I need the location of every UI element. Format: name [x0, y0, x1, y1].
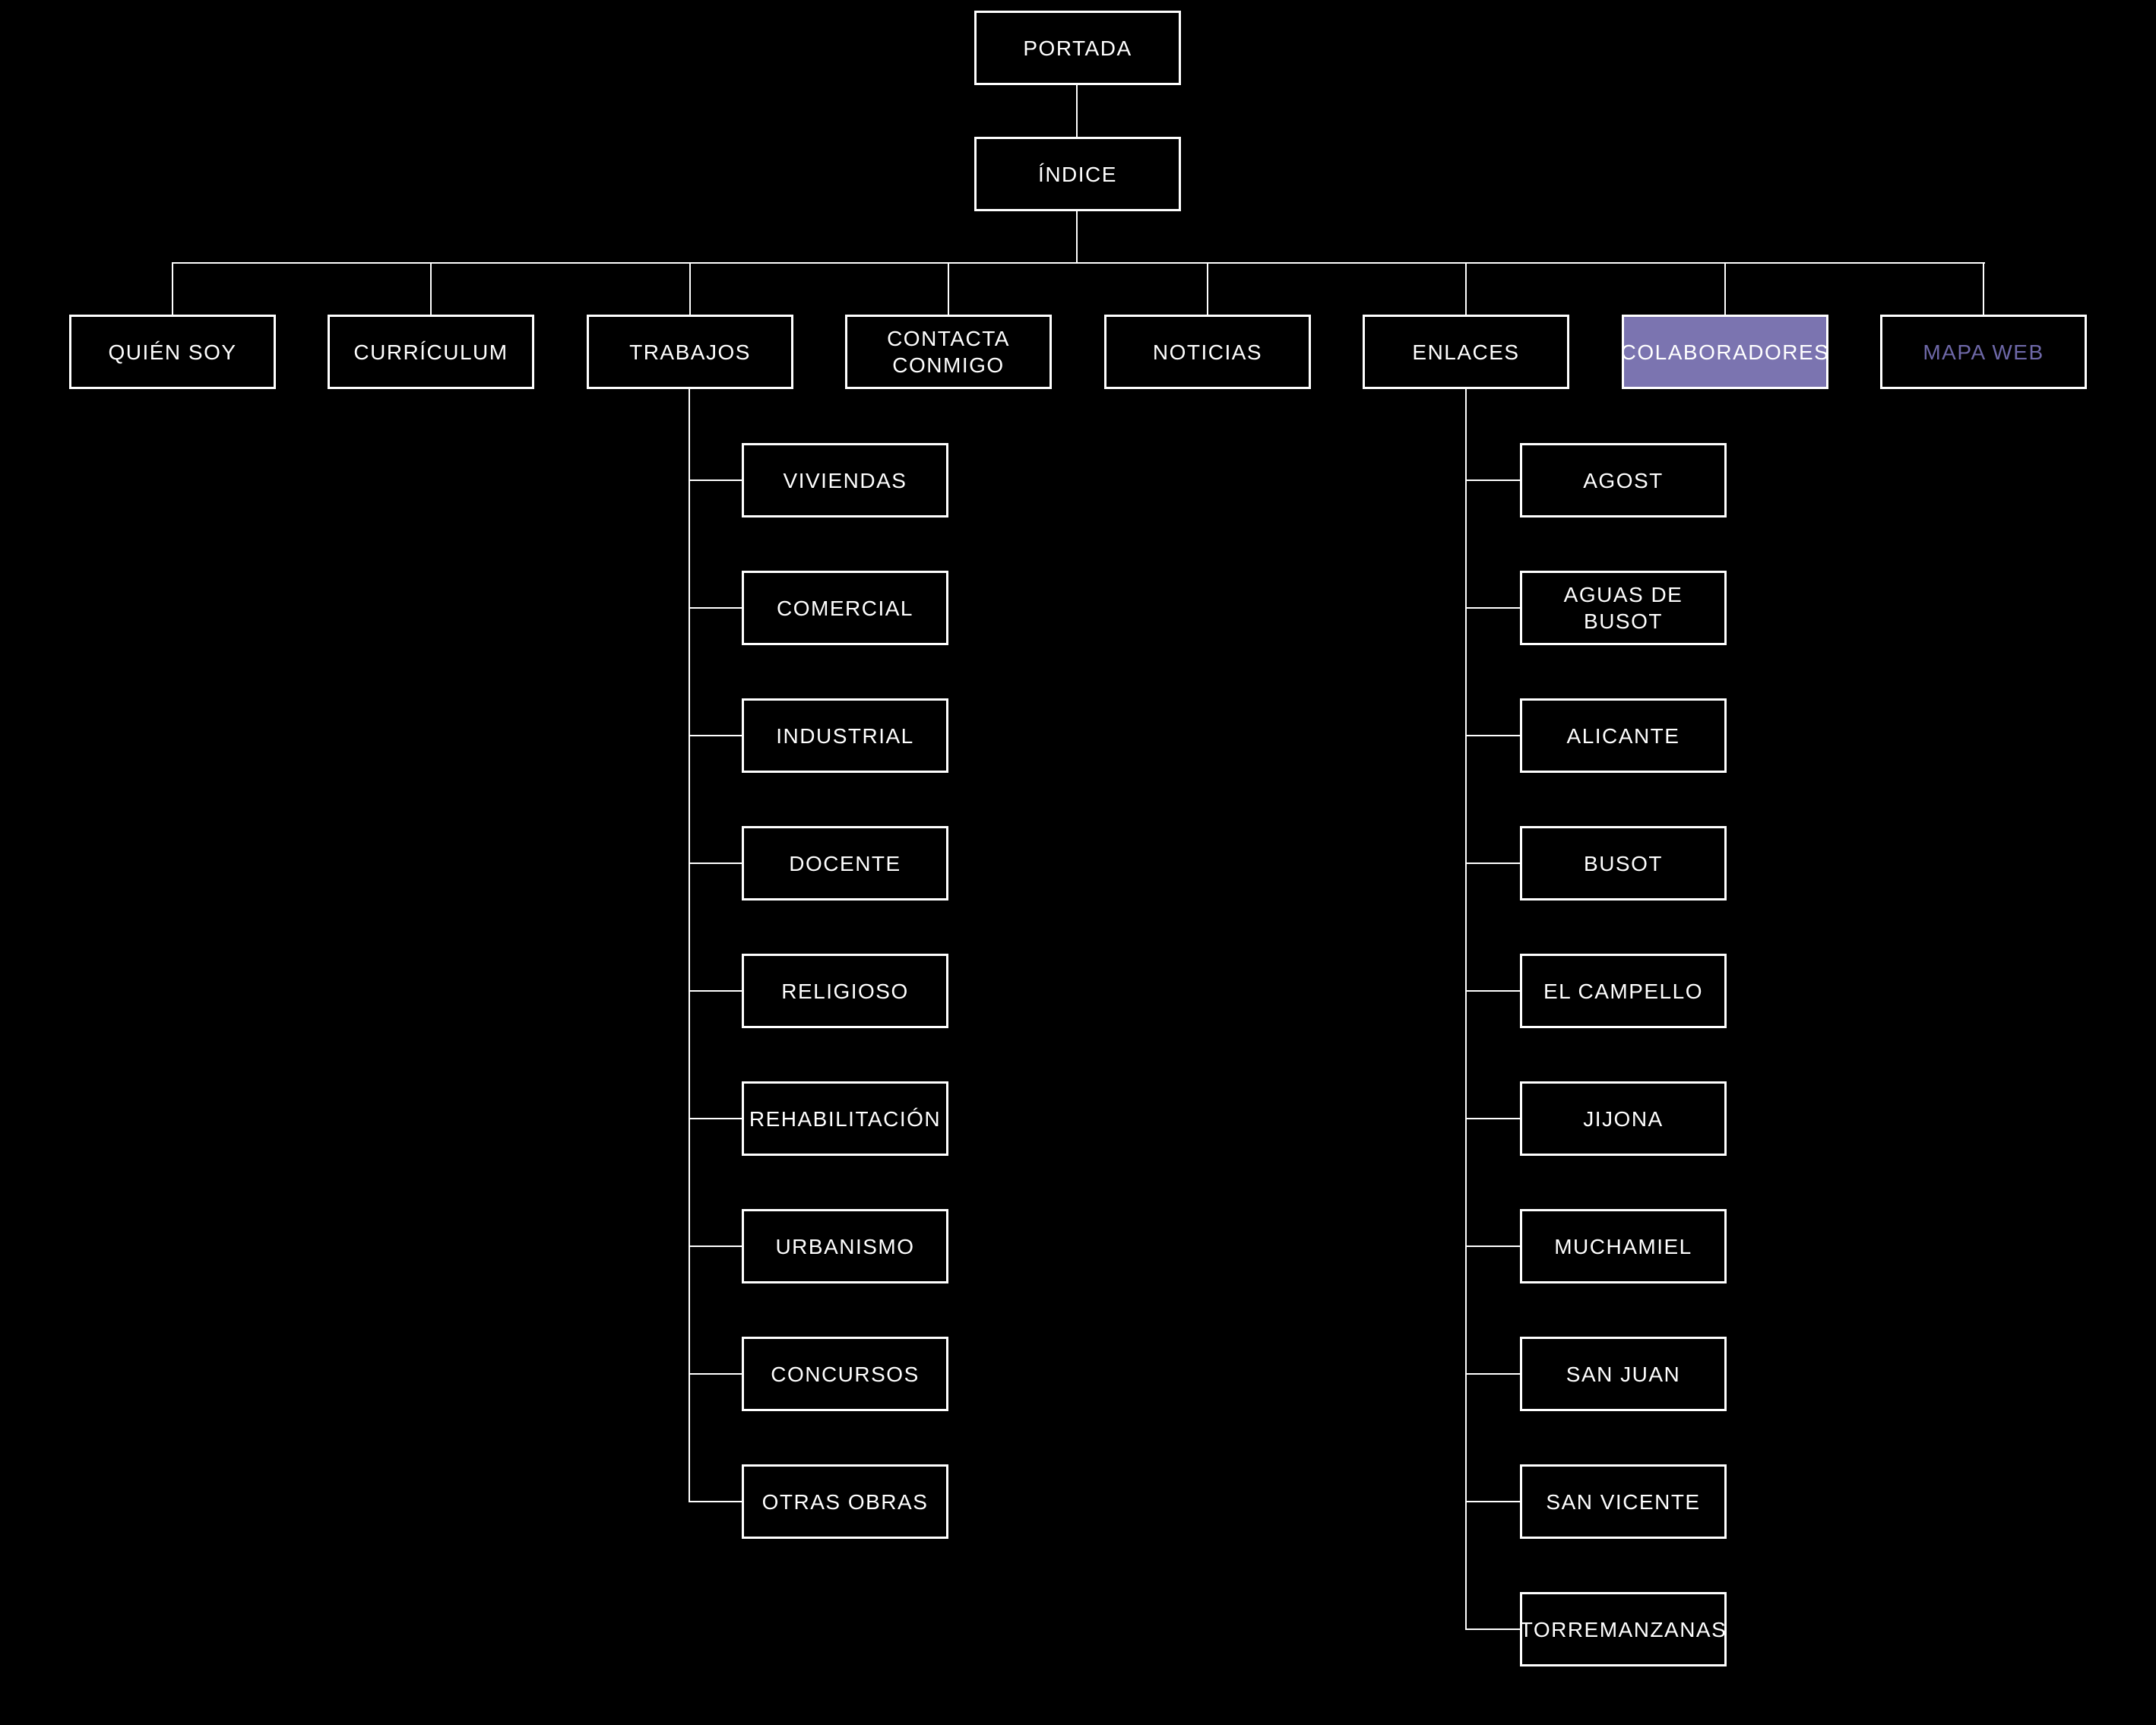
- connector-stub-muchamiel: [1465, 1245, 1520, 1247]
- connector-drop-colaboradores: [1724, 262, 1726, 315]
- node-san-juan[interactable]: SAN JUAN: [1520, 1337, 1727, 1411]
- node-trabajos[interactable]: TRABAJOS: [587, 315, 793, 389]
- connector-drop-curriculum: [430, 262, 432, 315]
- node-mapa-web[interactable]: MAPA WEB: [1880, 315, 2087, 389]
- node-concursos[interactable]: CONCURSOS: [742, 1337, 948, 1411]
- connector-enlaces-spine: [1465, 389, 1467, 1630]
- node-busot[interactable]: BUSOT: [1520, 826, 1727, 900]
- node-enlaces[interactable]: ENLACES: [1363, 315, 1569, 389]
- node-colaboradores[interactable]: COLABORADORES: [1621, 315, 1828, 389]
- connector-stub-comercial: [689, 607, 742, 609]
- connector-stub-jijona: [1465, 1118, 1520, 1119]
- node-rehabilitacion[interactable]: REHABILITACIÓN: [742, 1081, 948, 1156]
- node-comercial[interactable]: COMERCIAL: [742, 571, 948, 645]
- connector-drop-enlaces: [1465, 262, 1467, 315]
- connector-stub-religioso: [689, 990, 742, 992]
- node-religioso[interactable]: RELIGIOSO: [742, 954, 948, 1028]
- connector-drop-quien-soy: [172, 262, 173, 315]
- connector-stub-aguas-de-busot: [1465, 607, 1520, 609]
- node-agost[interactable]: AGOST: [1520, 443, 1727, 518]
- connector-bus: [172, 262, 1985, 264]
- node-noticias[interactable]: NOTICIAS: [1104, 315, 1311, 389]
- node-indice[interactable]: ÍNDICE: [974, 137, 1181, 211]
- connector-stub-concursos: [689, 1373, 742, 1375]
- connector-drop-trabajos: [689, 262, 691, 315]
- connector-stub-el-campello: [1465, 990, 1520, 992]
- node-el-campello[interactable]: EL CAMPELLO: [1520, 954, 1727, 1028]
- connector-stub-industrial: [689, 735, 742, 736]
- node-aguas-de-busot[interactable]: AGUAS DE BUSOT: [1520, 571, 1727, 645]
- connector-stub-san-juan: [1465, 1373, 1520, 1375]
- connector-indice-bus: [1076, 211, 1078, 263]
- connector-stub-busot: [1465, 862, 1520, 864]
- node-quien-soy[interactable]: QUIÉN SOY: [69, 315, 276, 389]
- connector-stub-urbanismo: [689, 1245, 742, 1247]
- node-alicante[interactable]: ALICANTE: [1520, 698, 1727, 773]
- node-portada[interactable]: PORTADA: [974, 11, 1181, 85]
- connector-stub-rehabilitacion: [689, 1118, 742, 1119]
- node-san-vicente[interactable]: SAN VICENTE: [1520, 1464, 1727, 1539]
- connector-stub-viviendas: [689, 480, 742, 481]
- node-jijona[interactable]: JIJONA: [1520, 1081, 1727, 1156]
- connector-stub-otras-obras: [689, 1501, 742, 1502]
- connector-drop-mapa-web: [1983, 262, 1984, 315]
- node-torremanzanas[interactable]: TORREMANZANAS: [1520, 1592, 1727, 1666]
- node-urbanismo[interactable]: URBANISMO: [742, 1209, 948, 1283]
- connector-stub-torremanzanas: [1465, 1628, 1520, 1630]
- connector-drop-contacta: [948, 262, 949, 315]
- node-muchamiel[interactable]: MUCHAMIEL: [1520, 1209, 1727, 1283]
- connector-stub-agost: [1465, 480, 1520, 481]
- connector-stub-alicante: [1465, 735, 1520, 736]
- node-docente[interactable]: DOCENTE: [742, 826, 948, 900]
- connector-portada-indice: [1076, 85, 1078, 137]
- node-contacta-conmigo[interactable]: CONTACTA CONMIGO: [845, 315, 1052, 389]
- connector-drop-noticias: [1207, 262, 1208, 315]
- connector-trabajos-spine: [689, 389, 690, 1502]
- node-otras-obras[interactable]: OTRAS OBRAS: [742, 1464, 948, 1539]
- connector-stub-san-vicente: [1465, 1501, 1520, 1502]
- node-curriculum[interactable]: CURRÍCULUM: [328, 315, 534, 389]
- node-viviendas[interactable]: VIVIENDAS: [742, 443, 948, 518]
- connector-stub-docente: [689, 862, 742, 864]
- node-industrial[interactable]: INDUSTRIAL: [742, 698, 948, 773]
